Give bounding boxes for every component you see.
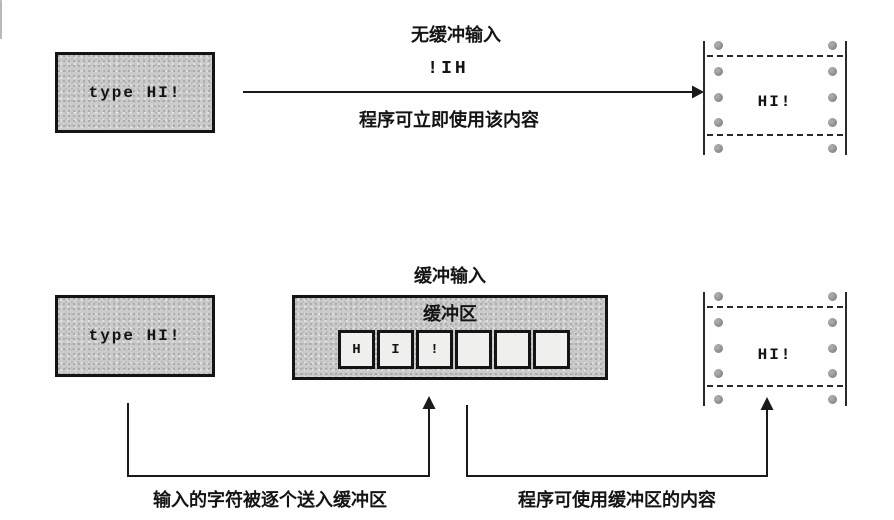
scan-artifact: [0, 0, 2, 39]
buffer-cell: I: [377, 330, 414, 369]
sprocket-hole-icon: [714, 343, 723, 353]
unbuffered-caption: 程序可立即使用该内容: [359, 110, 539, 130]
sprocket-hole-icon: [828, 41, 837, 50]
sprocket-hole-icon: [828, 369, 837, 379]
reversed-chars-label: !IH: [427, 59, 469, 79]
buffer-cells: H I !: [338, 330, 570, 369]
sprocket-holes-left: [714, 292, 723, 404]
sprocket-hole-icon: [828, 66, 837, 76]
sprocket-hole-icon: [828, 343, 837, 353]
sprocket-hole-icon: [714, 369, 723, 379]
buffer-box: 缓冲区 H I !: [292, 295, 608, 380]
buffered-section-title: 缓冲输入: [414, 266, 486, 286]
buffer-cell: [455, 330, 492, 369]
sprocket-hole-icon: [828, 92, 837, 102]
sprocket-holes-right: [828, 41, 837, 153]
buffered-typed-text: type HI!: [88, 327, 182, 345]
sprocket-hole-icon: [828, 317, 837, 327]
buffer-cell: H: [338, 330, 375, 369]
buffer-cell-char: !: [430, 341, 439, 358]
buffer-cell-char: H: [352, 341, 361, 358]
unbuffered-typed-box: type HI!: [55, 52, 215, 133]
perforation-line: [707, 134, 843, 136]
sprocket-hole-icon: [714, 292, 723, 301]
buffer-to-program-arrow: [466, 397, 774, 477]
perforation-line: [707, 385, 843, 387]
unbuffered-output-paper: HI!: [700, 39, 850, 159]
unbuffered-section-title: 无缓冲输入: [411, 25, 501, 45]
sprocket-hole-icon: [714, 144, 723, 153]
paper-edge-line: [703, 41, 705, 155]
unbuffered-flow-arrow: [243, 85, 704, 99]
buffer-cell-char: I: [391, 341, 400, 358]
chars-to-buffer-caption: 输入的字符被逐个送入缓冲区: [153, 490, 387, 510]
sprocket-hole-icon: [714, 92, 723, 102]
sprocket-hole-icon: [714, 118, 723, 128]
sprocket-hole-icon: [828, 292, 837, 301]
sprocket-hole-icon: [828, 395, 837, 404]
sprocket-hole-icon: [828, 118, 837, 128]
sprocket-hole-icon: [714, 317, 723, 327]
unbuffered-display-text: HI!: [757, 93, 793, 111]
paper-edge-line: [703, 292, 705, 406]
perforation-line: [707, 55, 843, 57]
buffer-to-program-caption: 程序可使用缓冲区的内容: [518, 490, 716, 510]
sprocket-hole-icon: [828, 144, 837, 153]
buffered-output-paper: HI!: [700, 290, 850, 410]
buffer-cell: [494, 330, 531, 369]
buffer-cell: !: [416, 330, 453, 369]
buffered-display-text: HI!: [757, 346, 793, 364]
sprocket-hole-icon: [714, 41, 723, 50]
buffer-cell: [533, 330, 570, 369]
sprocket-hole-icon: [714, 395, 723, 404]
perforation-line: [707, 306, 843, 308]
sprocket-hole-icon: [714, 66, 723, 76]
unbuffered-typed-text: type HI!: [88, 83, 182, 102]
sprocket-holes-left: [714, 41, 723, 153]
paper-edge-line: [845, 41, 847, 155]
buffer-label: 缓冲区: [423, 304, 477, 324]
chars-to-buffer-arrow: [127, 396, 436, 477]
paper-edge-line: [845, 292, 847, 406]
sprocket-holes-right: [828, 292, 837, 404]
buffered-typed-box: type HI!: [55, 295, 215, 377]
